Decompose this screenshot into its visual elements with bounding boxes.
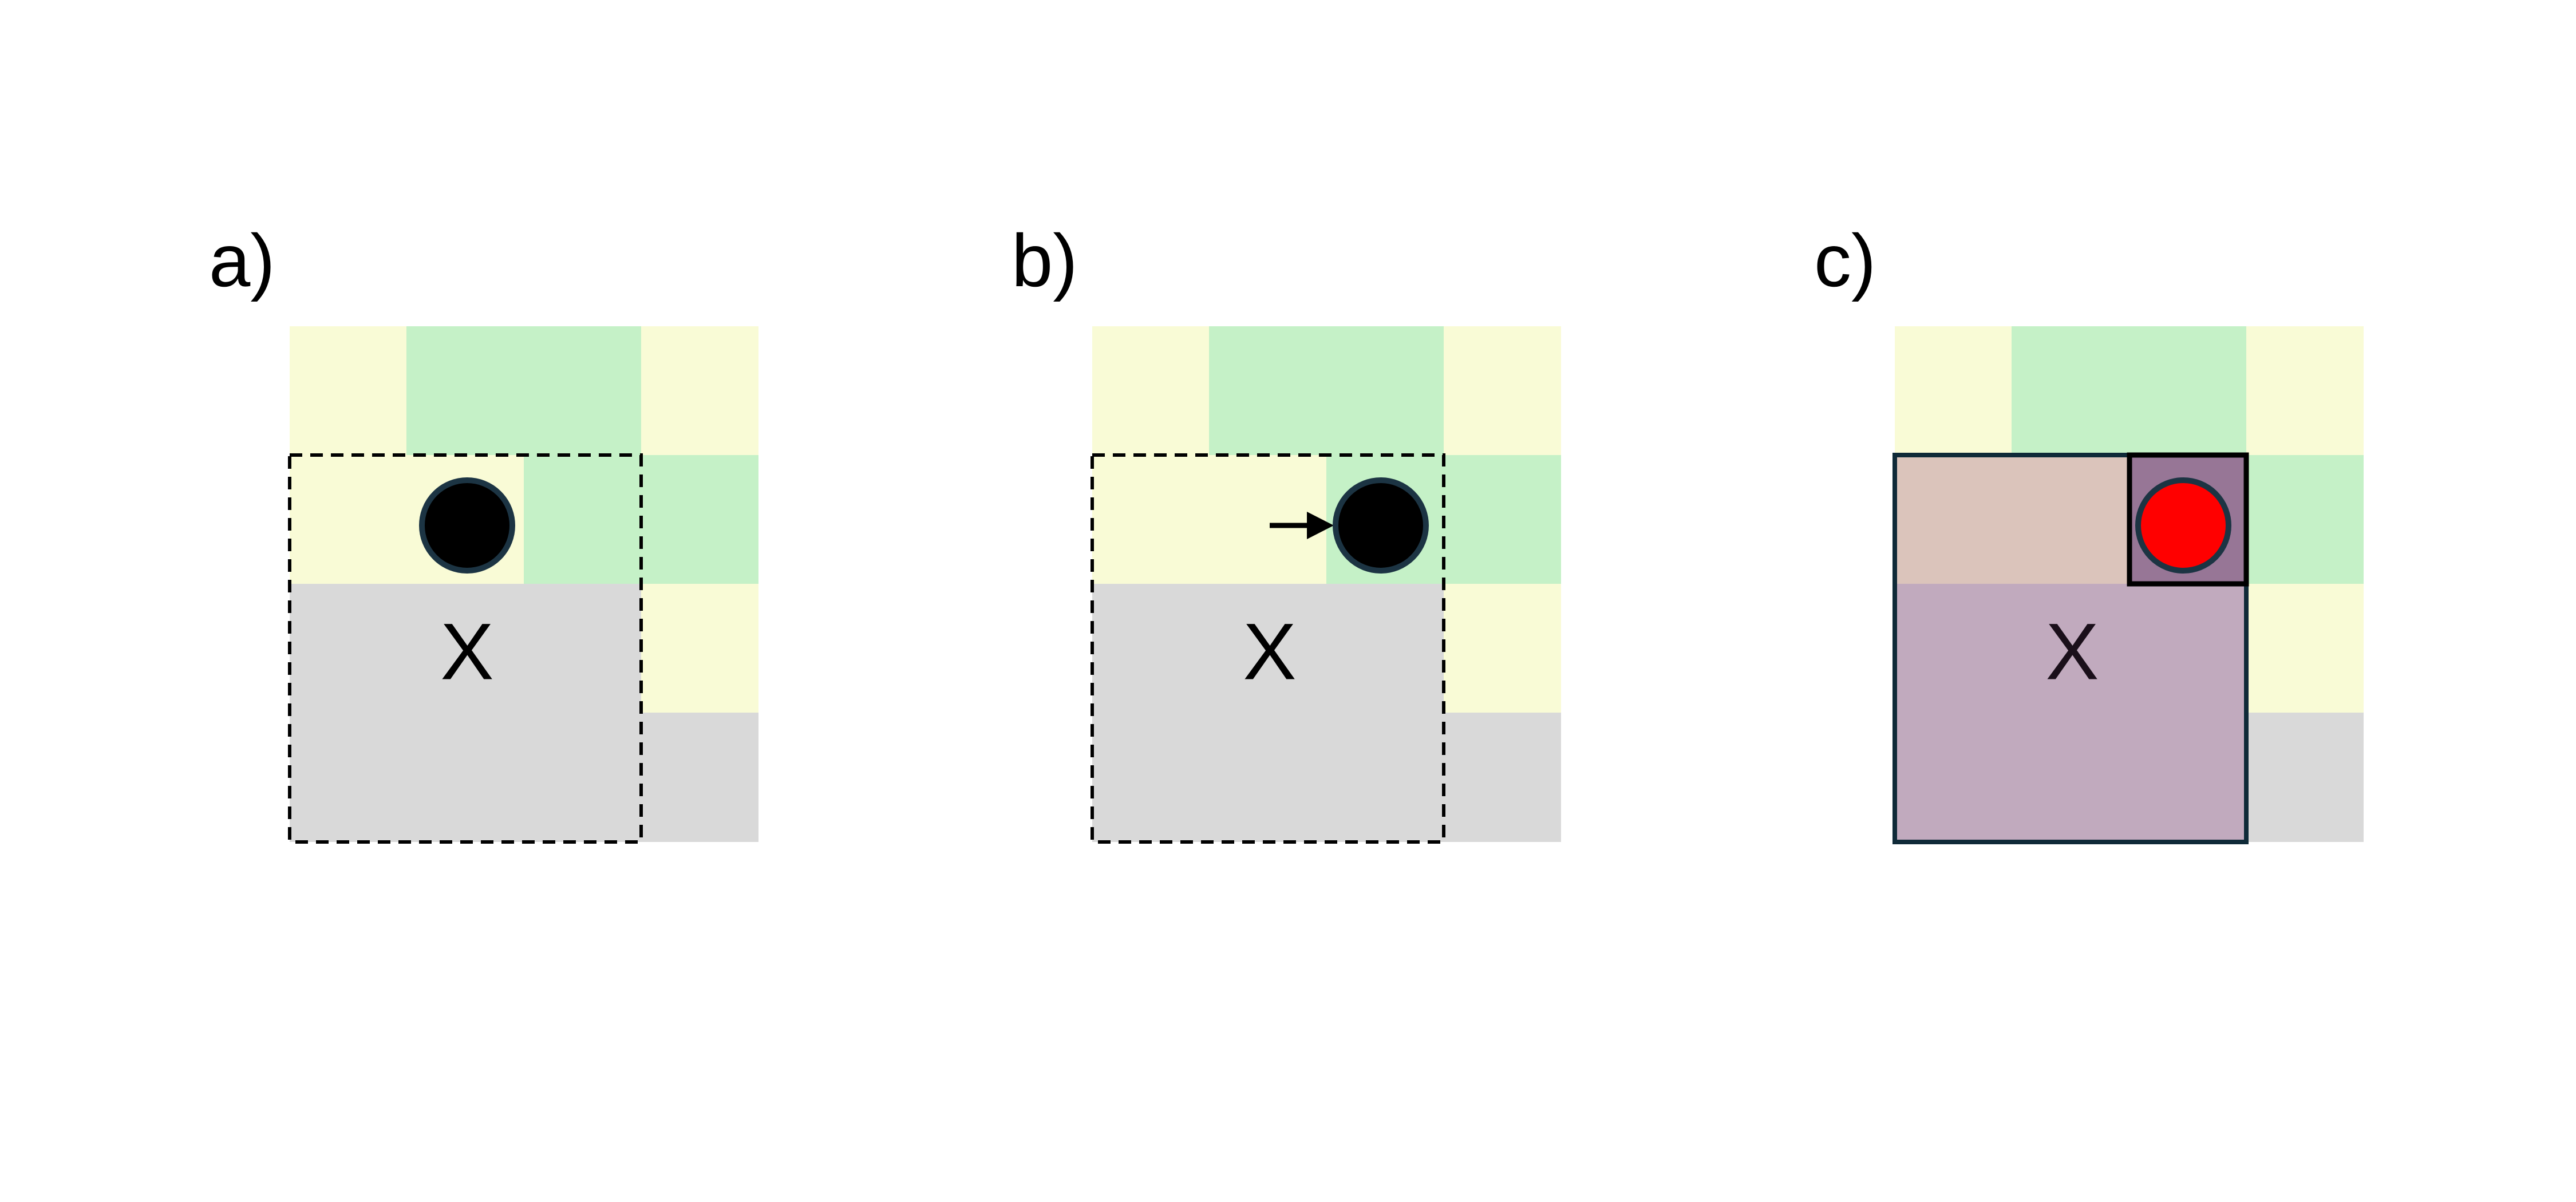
black-token-a — [419, 477, 515, 574]
grid-cell-r3-c3 — [1444, 713, 1561, 842]
grid-cell-r0-c3 — [1444, 326, 1561, 456]
grid-cell-r2-c1 — [2012, 584, 2129, 713]
x-mark-c: X — [2045, 607, 2099, 697]
grid-cell-r0-c0 — [1895, 326, 2012, 456]
grid-cell-r2-c3 — [2246, 584, 2364, 713]
grid-cell-r0-c1 — [1209, 326, 1327, 456]
grid-cell-r3-c1 — [2012, 713, 2129, 842]
grid-cell-r3-c1 — [1209, 713, 1327, 842]
black-token-b — [1333, 477, 1429, 574]
grid-b — [1092, 326, 1561, 842]
grid-cell-r2-c2 — [524, 584, 642, 713]
grid-cell-r2-c0 — [1092, 584, 1210, 713]
x-mark-b: X — [1243, 607, 1296, 697]
grid-cell-r1-c2 — [524, 455, 642, 584]
grid-cell-r0-c0 — [290, 326, 407, 456]
red-token-c — [2135, 477, 2231, 574]
token-cell-frame-c — [2127, 452, 2249, 587]
grid-cell-r2-c0 — [290, 584, 407, 713]
panel-a: X — [288, 326, 758, 844]
grid-cell-r2-c0 — [1895, 584, 2012, 713]
grid-cell-r3-c3 — [641, 713, 758, 842]
grid-cell-r2-c2 — [1326, 584, 1444, 713]
grid-cell-r1-c0 — [290, 455, 407, 584]
dashed-window-b — [1091, 453, 1445, 844]
panel-b: X — [1091, 326, 1561, 844]
grid-cell-r2-c2 — [2129, 584, 2247, 713]
grid-cell-r1-c3 — [2246, 455, 2364, 584]
grid-a — [290, 326, 758, 842]
grid-cell-r1-c3 — [641, 455, 758, 584]
grid-cell-r2-c1 — [1209, 584, 1327, 713]
grid-cell-r0-c3 — [2246, 326, 2364, 456]
grid-cell-r0-c0 — [1092, 326, 1210, 456]
x-mark-a: X — [440, 607, 493, 697]
grid-cell-r0-c2 — [2129, 326, 2247, 456]
grid-cell-r3-c1 — [406, 713, 524, 842]
panel-label-c: c) — [1814, 219, 1876, 302]
dashed-window-a — [288, 453, 643, 844]
panel-label-b: b) — [1012, 219, 1078, 302]
grid-cell-r2-c3 — [641, 584, 758, 713]
highlight-frame-c — [1893, 453, 2249, 844]
grid-cell-r2-c1 — [406, 584, 524, 713]
grid-cell-r3-c0 — [1895, 713, 2012, 842]
grid-cell-r0-c1 — [406, 326, 524, 456]
grid-cell-r1-c3 — [1444, 455, 1561, 584]
grid-cell-r3-c2 — [1326, 713, 1444, 842]
grid-c — [1895, 326, 2364, 842]
grid-cell-r1-c1 — [2012, 455, 2129, 584]
panel-c: X — [1893, 326, 2364, 844]
grid-cell-r0-c2 — [524, 326, 642, 456]
grid-cell-r0-c2 — [1326, 326, 1444, 456]
panel-label-a: a) — [209, 219, 275, 302]
grid-cell-r3-c3 — [2246, 713, 2364, 842]
grid-cell-r1-c0 — [1092, 455, 1210, 584]
grid-cell-r3-c0 — [290, 713, 407, 842]
grid-cell-r2-c3 — [1444, 584, 1561, 713]
grid-cell-r3-c2 — [2129, 713, 2247, 842]
grid-cell-r3-c2 — [524, 713, 642, 842]
grid-cell-r0-c3 — [641, 326, 758, 456]
grid-cell-r0-c1 — [2012, 326, 2129, 456]
grid-cell-r3-c0 — [1092, 713, 1210, 842]
grid-cell-r1-c0 — [1895, 455, 2012, 584]
move-arrow-head — [1307, 512, 1334, 539]
